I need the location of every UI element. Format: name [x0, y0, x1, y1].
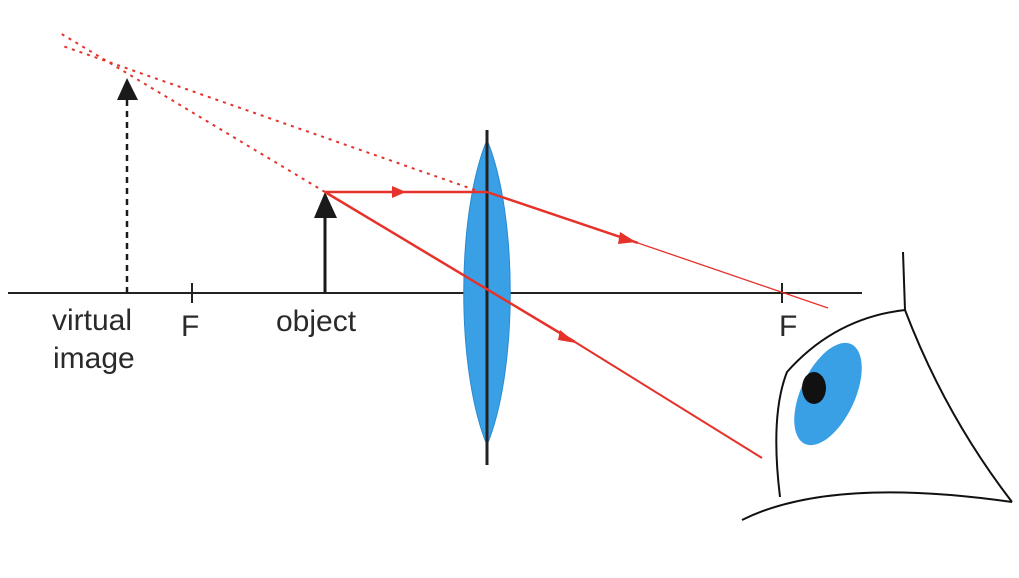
ray-parallel-refracted-faint: [637, 242, 829, 309]
ray-parallel-refracted: [486, 190, 639, 245]
upper-eyelid-line: [775, 309, 906, 498]
ray-parallel-arrow: [392, 186, 406, 198]
ray-central-a: [324, 190, 576, 344]
focal-point-left-label: F: [181, 310, 199, 343]
ray-refracted-arrow: [618, 232, 636, 244]
virtual-ray-extension-central: [59, 32, 326, 193]
lower-eyelid-line: [741, 491, 1013, 521]
object-arrow-head: [314, 192, 337, 218]
ray-central-b: [574, 341, 763, 459]
iris-icon: [794, 342, 862, 446]
virtual-image-label-line2: image: [53, 342, 135, 375]
virtual-image-arrow-head: [117, 78, 138, 100]
pupil-icon: [802, 372, 826, 404]
ray-central-arrow: [558, 330, 576, 343]
virtual-image-label-line1: virtual: [52, 304, 132, 337]
virtual-ray-extension-parallel: [59, 44, 476, 191]
observer-eye: [741, 251, 1013, 521]
object-label: object: [276, 305, 357, 338]
focal-point-right-label: F: [779, 310, 797, 343]
face-profile-line: [902, 251, 1013, 503]
